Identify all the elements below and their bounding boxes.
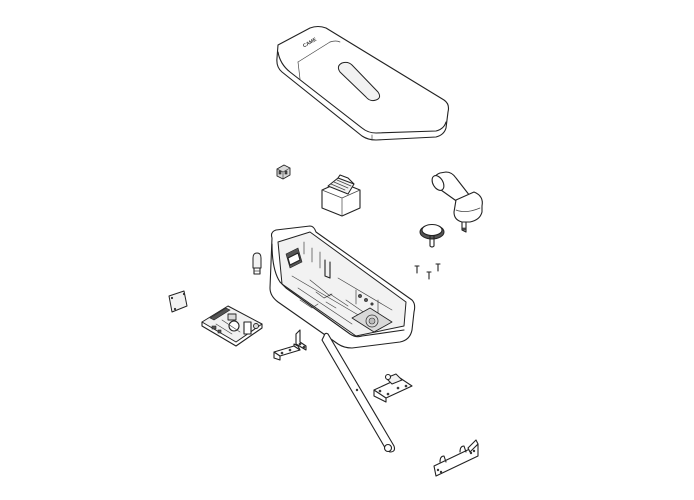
door-bracket (433, 439, 479, 477)
cover-plate (168, 290, 188, 313)
connecting-arm (321, 332, 396, 453)
gear-motor (431, 171, 483, 233)
small-bracket-1 (273, 343, 301, 361)
connector-block (276, 164, 291, 180)
hinge-bracket (373, 373, 413, 403)
transformer (321, 174, 361, 217)
fixing-screws (414, 263, 441, 280)
base-housing (269, 225, 416, 349)
lamp-bulb (252, 252, 262, 275)
top-cover: CAME (276, 25, 450, 141)
small-bracket-2 (295, 329, 307, 351)
pulley (419, 223, 445, 248)
control-board (201, 305, 263, 347)
